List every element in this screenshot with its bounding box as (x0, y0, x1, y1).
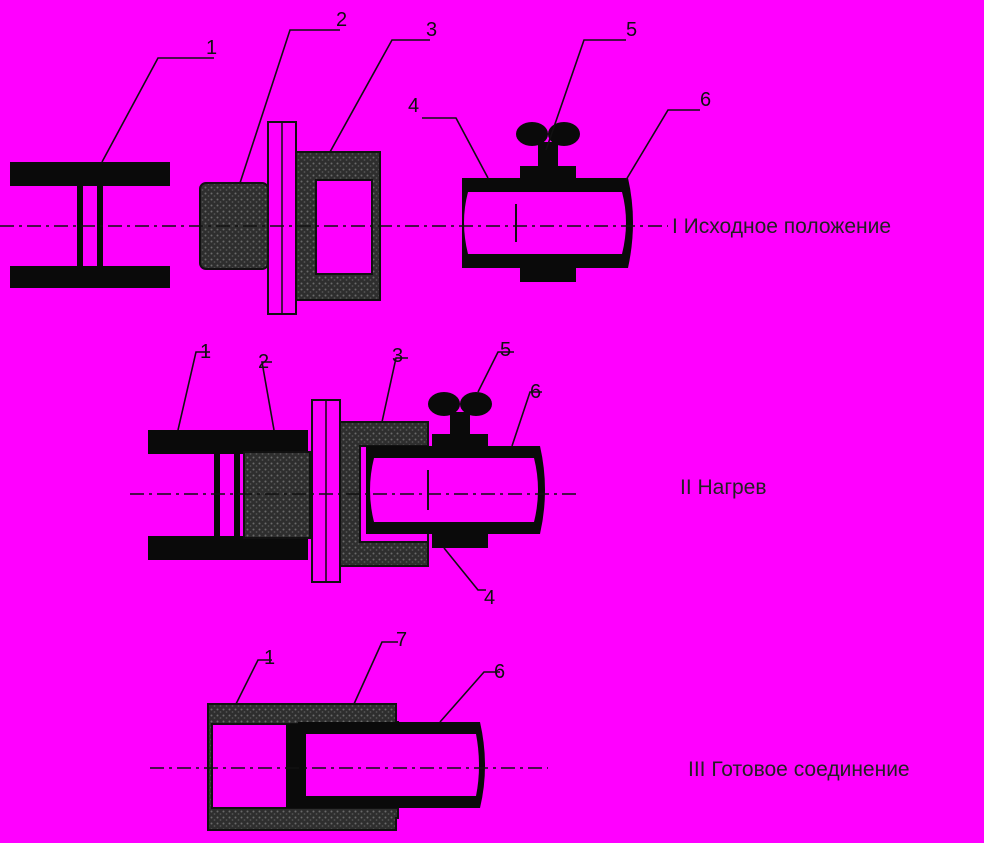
stage-caption: I Исходное положение (672, 215, 891, 238)
part-number-label: 3 (392, 345, 403, 367)
part-number-label: 6 (700, 89, 711, 111)
part-number-label: 4 (484, 587, 495, 609)
pipe-part-6 (462, 178, 633, 268)
pipe-part-6 (366, 446, 545, 534)
part-number-label: 3 (426, 19, 437, 41)
stage-2-heating: 1 2 3 5 6 4 II Нагрев (130, 339, 767, 609)
wing-nut-part-5 (428, 392, 492, 434)
part-number-label: 2 (258, 351, 269, 373)
heater-plate (267, 121, 297, 315)
part-number-label: 1 (264, 647, 275, 669)
stage-caption: III Готовое соединение (688, 758, 910, 781)
leader-line (235, 659, 272, 705)
part-number-label: 4 (408, 95, 419, 117)
part-number-label: 1 (200, 341, 211, 363)
leader-line (177, 351, 210, 431)
leader-line (353, 641, 398, 705)
leader-line (101, 57, 214, 163)
leader-line (381, 357, 408, 423)
leader-line (477, 351, 514, 393)
heater-mandrel-part-2 (243, 451, 311, 539)
leader-line (422, 117, 489, 179)
leader-line (239, 29, 340, 184)
leader-line (439, 671, 500, 723)
part-number-label: 7 (396, 629, 407, 651)
clamp-ring-part-4 (520, 166, 576, 282)
leader-line (545, 39, 626, 151)
part-number-label: 6 (530, 381, 541, 403)
wing-nut-part-5 (516, 122, 580, 166)
leader-line (625, 109, 700, 181)
leader-line (443, 547, 486, 591)
stage-caption: II Нагрев (680, 476, 767, 499)
part-number-label: 1 (206, 37, 217, 59)
part-number-label: 2 (336, 9, 347, 31)
heater-sleeve-part-3 (295, 151, 381, 301)
part-number-label: 5 (626, 19, 637, 41)
clamp-ring-part-4 (432, 434, 488, 548)
stage-3-finished: 1 7 6 III Готовое соединение (150, 629, 910, 831)
fitting-part-1 (10, 162, 170, 288)
leader-line (329, 39, 430, 153)
pipe-part-6 (298, 722, 485, 808)
leader-line (511, 391, 542, 447)
heater-plate (311, 399, 341, 583)
leader-line (261, 361, 275, 431)
stage-1-initial: 1 2 3 4 5 6 I Исходное положение (0, 9, 891, 315)
part-number-label: 6 (494, 661, 505, 683)
part-number-label: 5 (500, 339, 511, 361)
